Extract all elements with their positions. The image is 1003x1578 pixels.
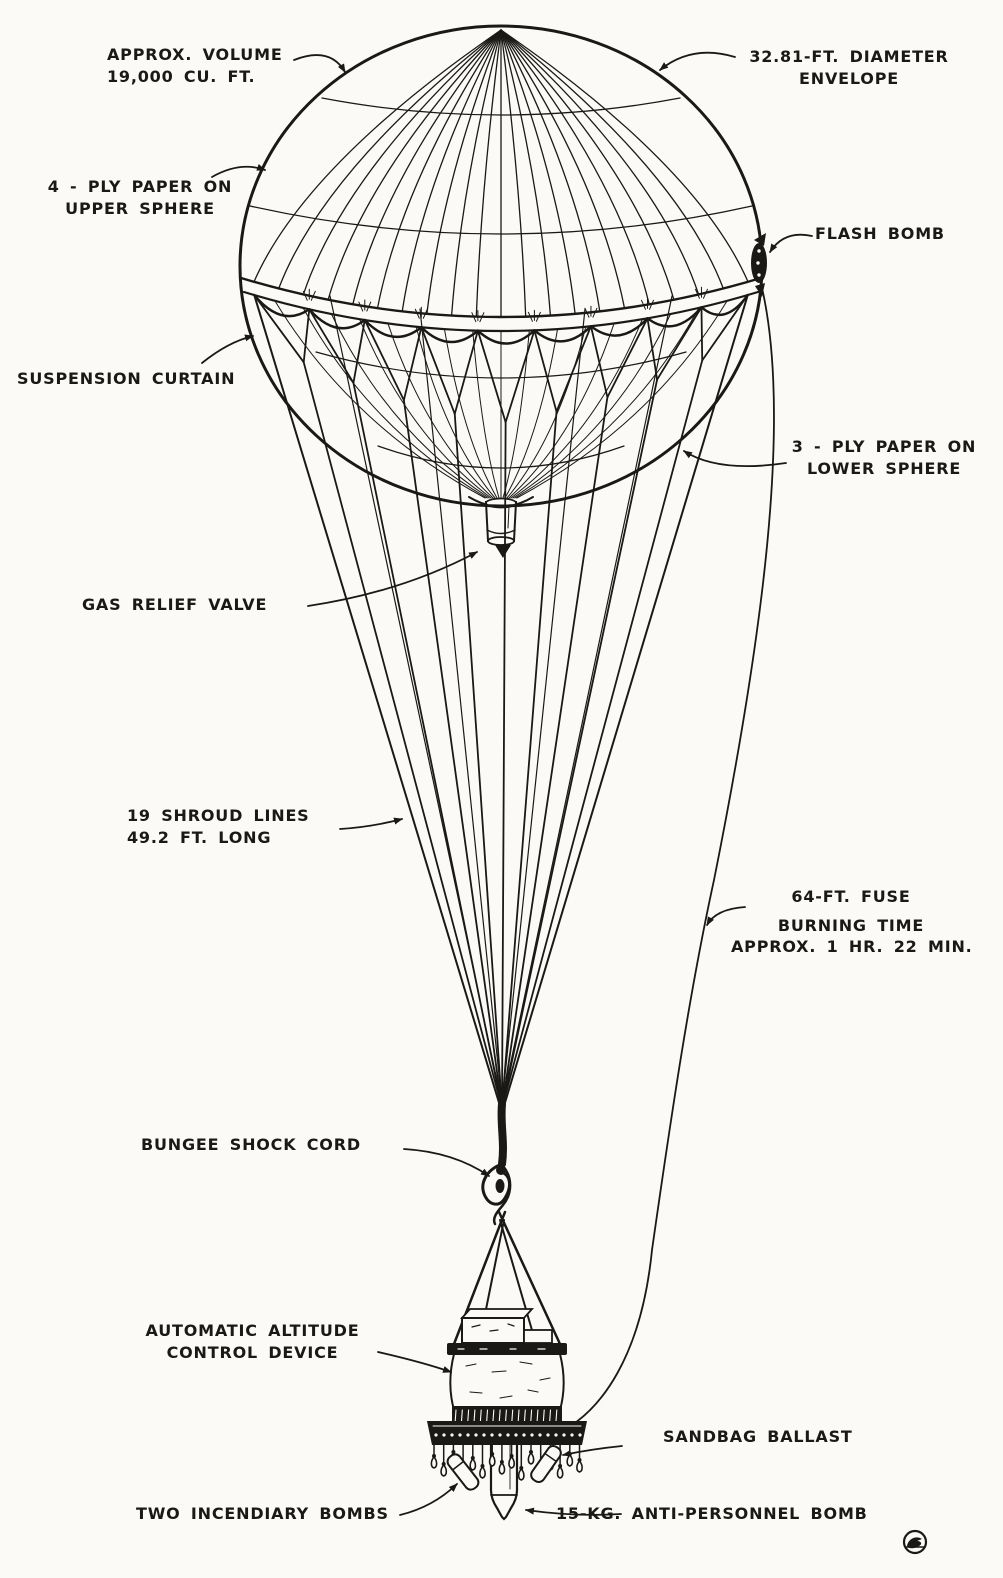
label-fuse: 64-FT. FUSE BURNING TIME APPROX. 1 HR. 2…: [731, 886, 973, 958]
label-text: FLASH BOMB: [815, 224, 945, 243]
fuse-line: [548, 287, 775, 1438]
label-gas-relief-valve: GAS RELIEF VALVE: [82, 594, 267, 616]
lower-sphere: [274, 300, 728, 499]
label-sandbag-ballast: SANDBAG BALLAST: [663, 1426, 853, 1448]
label-flash-bomb: FLASH BOMB: [815, 223, 945, 245]
altitude-control-device: [447, 1308, 567, 1428]
label-text: 19,000 CU. FT.: [107, 66, 256, 86]
label-altitude-control-device: AUTOMATIC ALTITUDE CONTROL DEVICE: [130, 1320, 375, 1363]
label-text: AUTOMATIC ALTITUDE: [145, 1321, 360, 1340]
label-text: UPPER SPHERE: [65, 198, 215, 218]
leader-arrows: [201, 51, 813, 1516]
label-text: TWO INCENDIARY BOMBS: [136, 1504, 389, 1523]
label-suspension-curtain: SUSPENSION CURTAIN: [17, 368, 235, 390]
incendiary-bombs: [446, 1444, 562, 1491]
flash-bomb: [751, 233, 767, 297]
label-text: 32.81-FT. DIAMETER: [749, 47, 949, 66]
sandbag-ballast: [427, 1421, 587, 1481]
label-text: LOWER SPHERE: [806, 458, 962, 478]
label-text: 64-FT. FUSE: [791, 887, 911, 906]
label-text: 19 SHROUD LINES: [127, 806, 310, 825]
label-shroud-lines: 19 SHROUD LINES 49.2 FT. LONG: [127, 805, 310, 848]
label-text: BURNING TIME: [777, 915, 925, 935]
label-paper-upper-sphere: 4 - PLY PAPER ON UPPER SPHERE: [40, 176, 240, 219]
label-text: APPROX. VOLUME: [107, 45, 283, 64]
label-bungee-shock-cord: BUNGEE SHOCK CORD: [141, 1134, 361, 1156]
suspension-curtain: [253, 286, 749, 1109]
label-text: ENVELOPE: [799, 68, 899, 88]
anti-personnel-bomb: [489, 1428, 519, 1521]
label-text: CONTROL DEVICE: [166, 1342, 339, 1362]
artist-monogram-icon: [902, 1529, 928, 1555]
label-text: SANDBAG BALLAST: [663, 1427, 853, 1446]
label-text: 4 - PLY PAPER ON: [47, 177, 233, 196]
label-paper-lower-sphere: 3 - PLY PAPER ON LOWER SPHERE: [783, 436, 985, 479]
label-text: GAS RELIEF VALVE: [82, 595, 268, 614]
label-text: 3 - PLY PAPER ON: [791, 437, 977, 456]
label-anti-personnel-bomb: 15-KG. ANTI-PERSONNEL BOMB: [556, 1503, 868, 1525]
label-approx-volume: APPROX. VOLUME 19,000 CU. FT.: [107, 44, 283, 87]
label-text: 15-KG. ANTI-PERSONNEL BOMB: [556, 1504, 868, 1523]
label-text: APPROX. 1 HR. 22 MIN.: [731, 937, 973, 957]
label-two-incendiary-bombs: TWO INCENDIARY BOMBS: [136, 1503, 389, 1525]
label-text: SUSPENSION CURTAIN: [17, 369, 236, 388]
label-text: 49.2 FT. LONG: [127, 827, 272, 847]
label-text: BUNGEE SHOCK CORD: [141, 1135, 361, 1154]
bungee-shock-cord: [452, 1100, 562, 1346]
label-envelope-diameter: 32.81-FT. DIAMETER ENVELOPE: [733, 46, 965, 89]
